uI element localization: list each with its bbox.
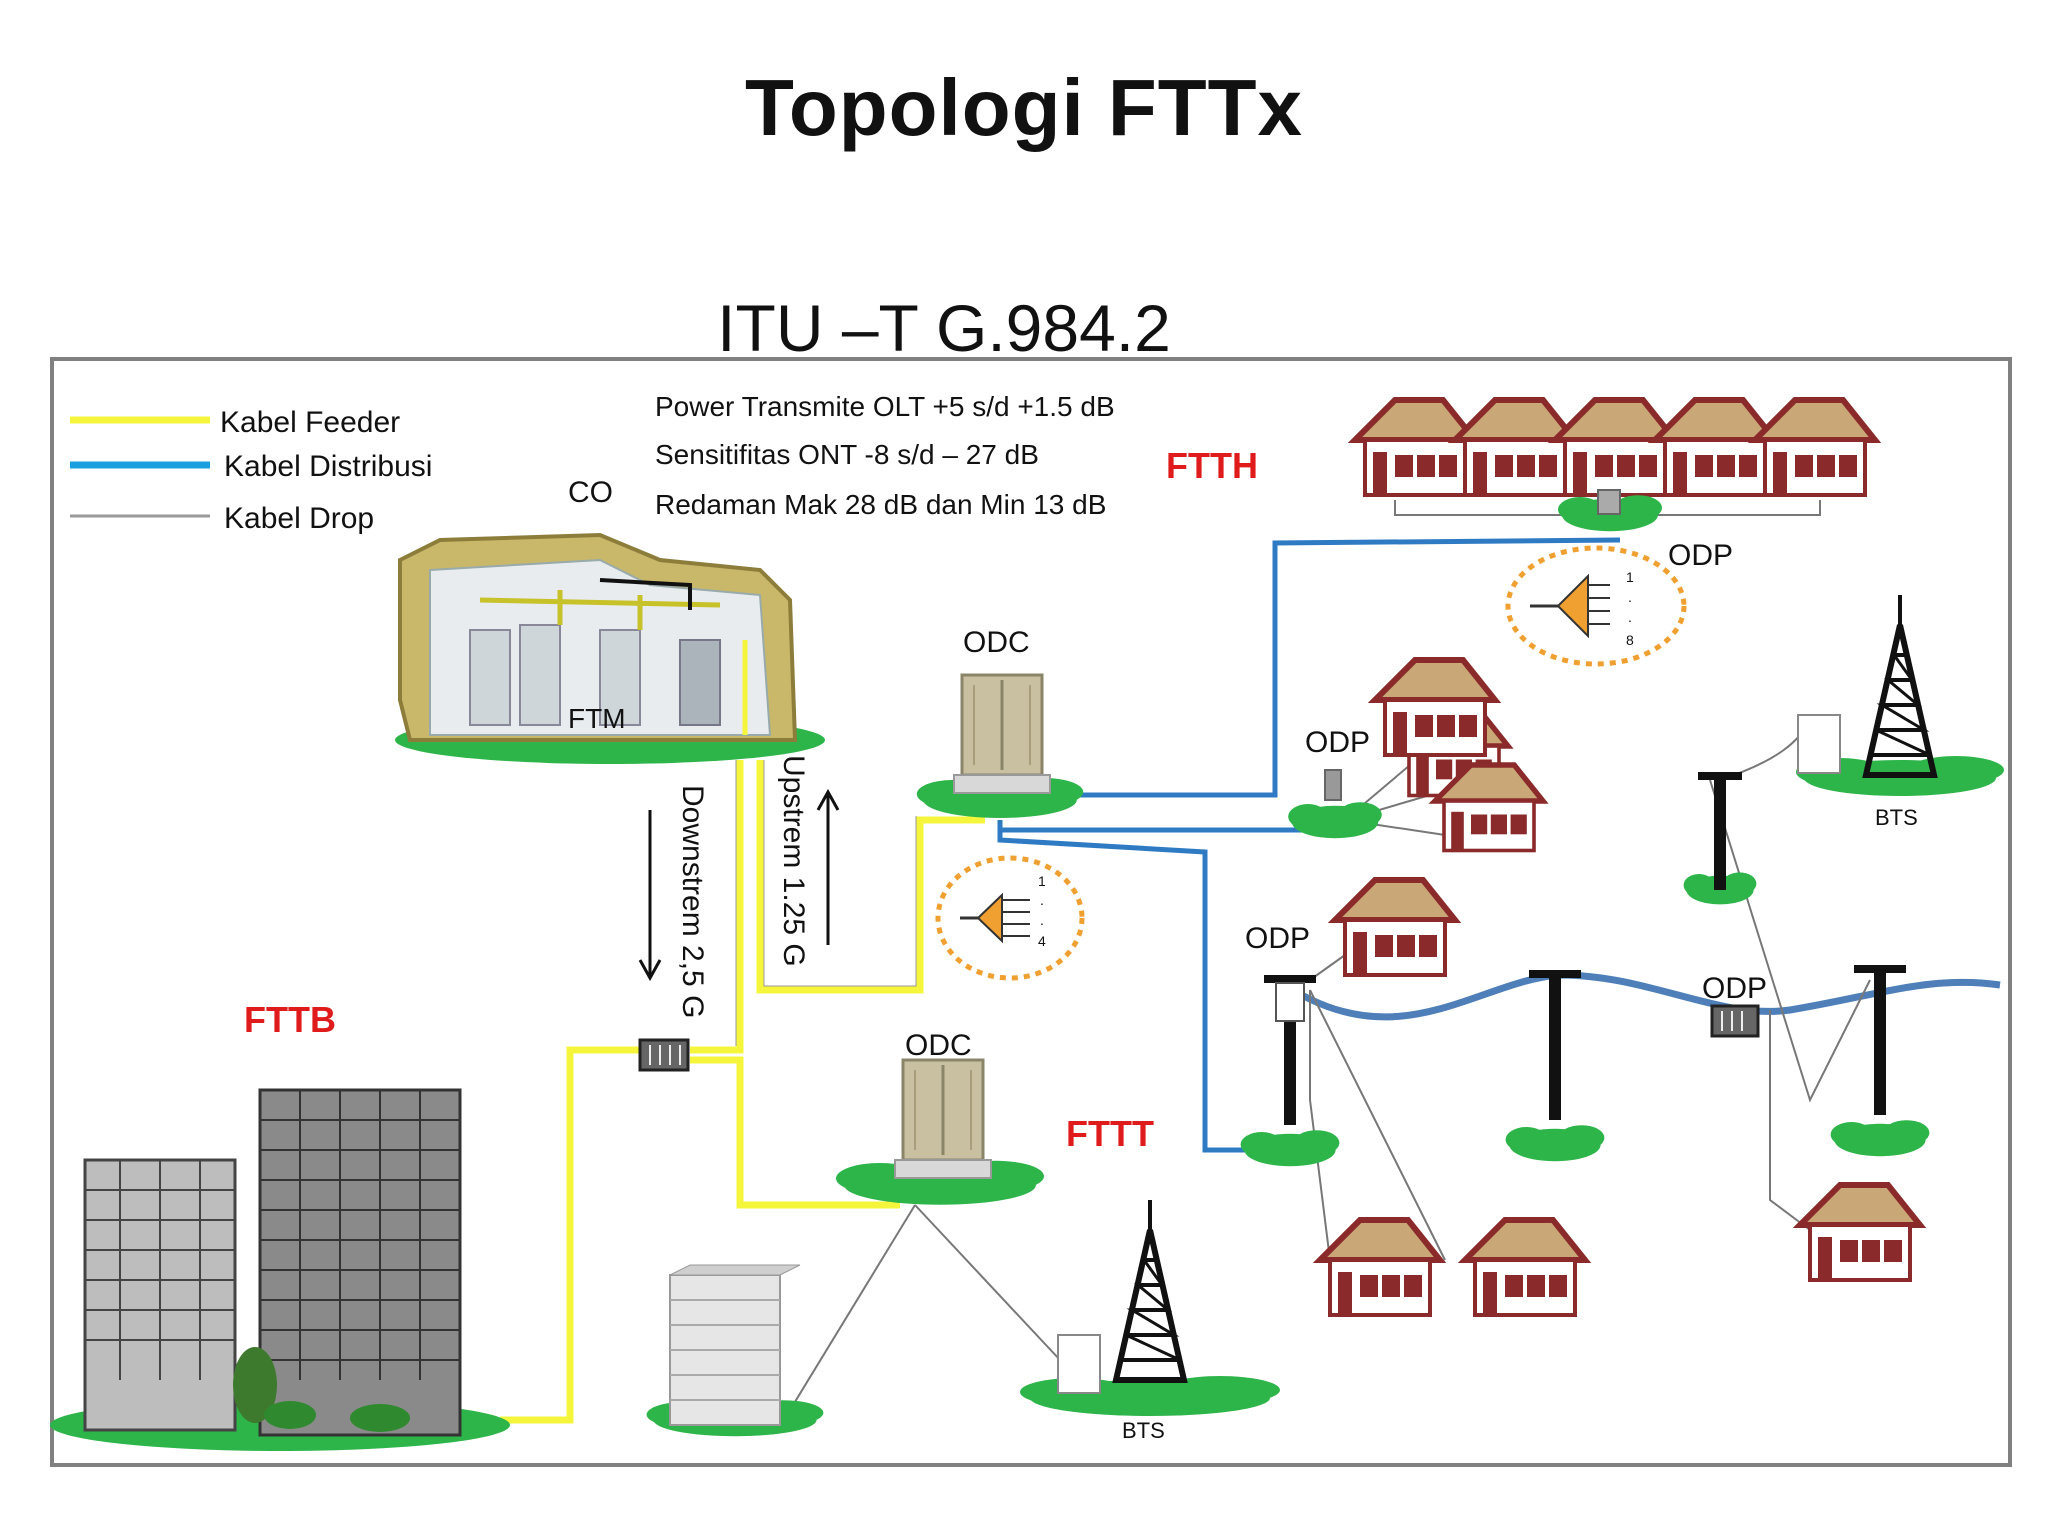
standard-label: ITU –T G.984.2 bbox=[717, 291, 1171, 365]
page-subtitle: ITU –T G.984.2 bbox=[0, 290, 2048, 366]
bts-right-label: BTS bbox=[1875, 805, 1918, 830]
legend-distribusi-label: Kabel Distribusi bbox=[224, 450, 432, 483]
diagram-frame bbox=[50, 357, 2012, 1467]
bts-tower-bottom bbox=[1020, 1200, 1280, 1416]
fttb-buildings bbox=[50, 1088, 510, 1451]
downstream-label: Downstrem 2,5 G bbox=[676, 785, 709, 1018]
odc-cabinet-top bbox=[916, 673, 1084, 818]
upstream-arrow-icon bbox=[816, 788, 840, 945]
spec-olt-power: Power Transmite OLT +5 s/d +1.5 dB bbox=[655, 391, 1115, 422]
legend-feeder-label: Kabel Feeder bbox=[220, 406, 400, 439]
odc-cabinet-bottom bbox=[836, 1058, 1044, 1205]
legend: Kabel Feeder Kabel Distribusi Kabel Drop bbox=[70, 406, 432, 535]
pole-houses bbox=[1320, 880, 1920, 1315]
fttb-label: FTTB bbox=[244, 999, 336, 1040]
svg-text:.: . bbox=[1040, 912, 1044, 928]
ftth-houses bbox=[1355, 400, 1875, 495]
splitter-1-4-icon: 1 . . 4 bbox=[935, 855, 1085, 981]
bts-bottom-label: BTS bbox=[1122, 1418, 1165, 1443]
odp-pole-right-label: ODP bbox=[1702, 972, 1767, 1005]
svg-text:.: . bbox=[1628, 589, 1632, 605]
odc-bottom-label: ODC bbox=[905, 1029, 972, 1062]
odp-mid-label: ODP bbox=[1305, 726, 1370, 759]
svg-text:8: 8 bbox=[1626, 632, 1634, 648]
page-title: Topologi FTTx bbox=[744, 63, 1304, 152]
odc-top-label: ODC bbox=[963, 626, 1030, 659]
utility-poles bbox=[1240, 772, 1930, 1167]
svg-text:.: . bbox=[1040, 892, 1044, 908]
odp-ftth-label: ODP bbox=[1668, 539, 1733, 572]
feeder-cable-outlines bbox=[735, 760, 917, 1046]
svg-text:4: 4 bbox=[1038, 933, 1046, 949]
co-label: CO bbox=[568, 476, 613, 509]
svg-text:.: . bbox=[1628, 609, 1632, 625]
central-office-building: FTM bbox=[395, 532, 825, 764]
odp-pole-left-label: ODP bbox=[1245, 922, 1310, 955]
svg-text:1: 1 bbox=[1626, 569, 1634, 585]
spec-attenuation: Redaman Mak 28 dB dan Min 13 dB bbox=[655, 489, 1106, 520]
small-office-building bbox=[646, 1264, 824, 1437]
svg-text:1: 1 bbox=[1038, 873, 1046, 889]
downstream-arrow-icon bbox=[638, 810, 662, 982]
ftth-label: FTTH bbox=[1166, 445, 1258, 486]
ftm-label: FTM bbox=[568, 703, 626, 734]
aerial-distribution-cable bbox=[1283, 971, 2001, 1021]
odp-pole-box-icon bbox=[1275, 982, 1305, 1022]
spec-ont-sensitivity: Sensitifitas ONT -8 s/d – 27 dB bbox=[655, 439, 1039, 470]
house-cluster-middle bbox=[1375, 660, 1543, 851]
odp-mid-icon bbox=[1288, 769, 1382, 839]
spec-list: Power Transmite OLT +5 s/d +1.5 dB Sensi… bbox=[655, 391, 1115, 520]
upstream-label: Upstrem 1.25 G bbox=[777, 755, 810, 967]
fttt-label: FTTT bbox=[1066, 1113, 1154, 1154]
odp-pole-right-icon bbox=[1710, 1004, 1760, 1038]
distribution-cables bbox=[997, 537, 1621, 1153]
feeder-cables bbox=[500, 760, 985, 1424]
splitter-1-8-icon: 1 . . 8 bbox=[1505, 545, 1687, 667]
legend-drop-label: Kabel Drop bbox=[224, 502, 374, 535]
odp-ftth-icon bbox=[1558, 489, 1662, 532]
bts-tower-right bbox=[1796, 595, 2004, 796]
